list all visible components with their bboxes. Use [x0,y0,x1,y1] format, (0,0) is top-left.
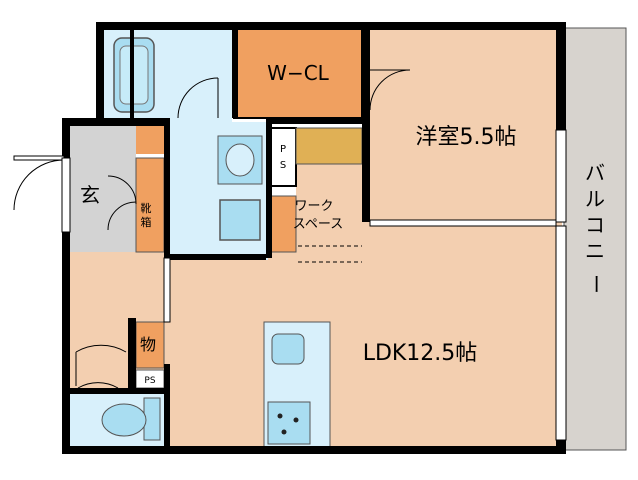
label-ps-upper-1: P [280,144,286,155]
label-shoe-2: 箱 [141,215,152,229]
label-entrance: 玄 [80,183,100,207]
label-balcony-char: ル [585,187,605,211]
western-door-swing [369,69,411,111]
floor-work [296,162,366,262]
closet-storage [135,321,165,369]
kitchen-stove [267,401,311,445]
entrance-door-swing [13,159,65,211]
shoe-door-swing [107,201,137,231]
label-work-1: ワーク [294,199,333,214]
entrance-door [13,155,65,161]
bath-door-swing [177,77,219,119]
label-balcony-char: ー [584,274,608,294]
washing-machine-pan [219,199,261,241]
work-counter [269,195,297,253]
stove-burner [277,413,283,419]
sliding-door-hall [163,257,171,323]
label-balcony-char: バ [585,161,605,185]
window-ldk [555,225,567,441]
floor-western [366,28,562,222]
stove-burner [281,429,287,435]
floor-entrance-step [136,124,166,154]
label-ps-lower: PS [144,376,155,386]
toilet-bowl [101,403,147,437]
kitchen-sink [271,333,305,365]
label-ldk: LDK12.5帖 [363,341,478,366]
balcony-area [563,27,627,451]
label-storage: 物 [140,335,156,354]
hall-door-swing [75,344,127,353]
shoe-door-swing [107,175,137,205]
floor-hall [66,252,166,390]
label-work-2: スペース [293,217,343,232]
work-shelf [295,127,363,165]
label-western: 洋室5.5帖 [416,125,517,150]
label-balcony-char: ニ [585,239,605,263]
entrance-opening [61,157,71,233]
label-shoe-1: 靴 [141,201,152,215]
sliding-door-western [369,219,557,227]
window-western [555,129,567,223]
label-wcl: W−CL [267,61,329,85]
stove-burner [293,417,299,423]
label-ps-upper-2: S [280,160,286,171]
ps-upper-box [269,127,297,187]
label-balcony-char: コ [585,213,605,237]
washbasin-bowl [225,143,255,177]
floor-entrance [66,124,136,252]
toilet-door-swing [77,382,119,389]
